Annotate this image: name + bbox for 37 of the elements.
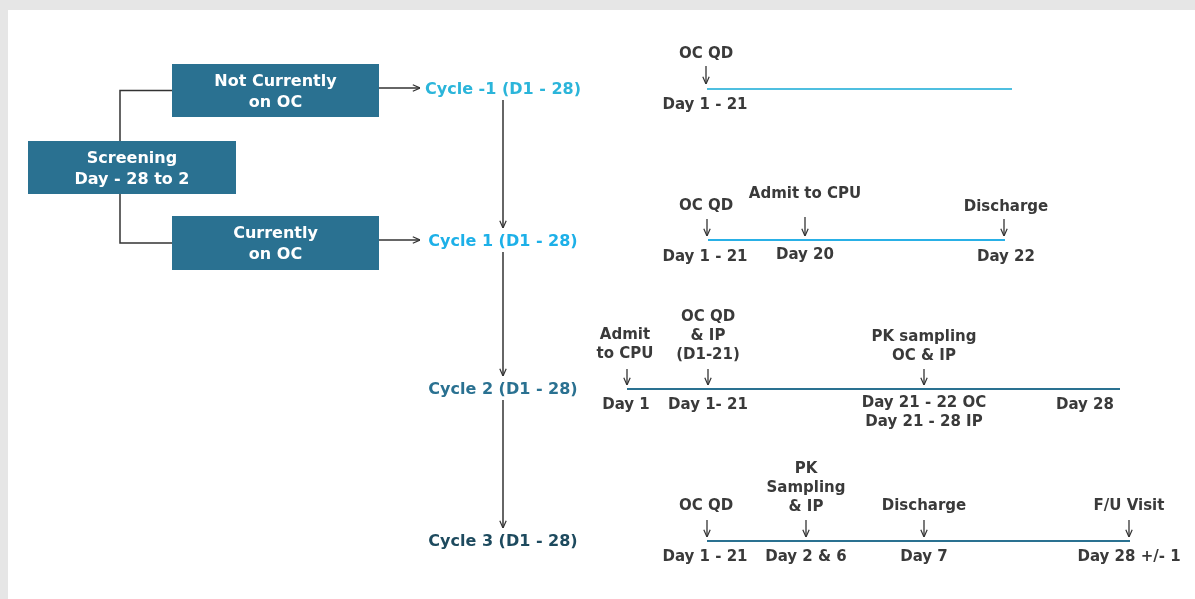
event-label: OC QD <box>678 495 734 515</box>
day-label: Day 7 <box>900 546 948 566</box>
process-box: Not Currently on OC <box>172 64 379 117</box>
event-label: OC QD & IP (D1-21) <box>675 306 741 364</box>
process-box: Screening Day - 28 to 2 <box>28 141 236 194</box>
cycle-label: Cycle 1 (D1 - 28) <box>420 228 586 252</box>
process-box: Currently on OC <box>172 216 379 270</box>
connector-line <box>119 89 173 142</box>
cycle-label: Cycle 2 (D1 - 28) <box>420 376 586 400</box>
event-label: F/U Visit <box>1093 495 1165 515</box>
day-label: Day 21 - 22 OC Day 21 - 28 IP <box>860 393 988 431</box>
cycle-label: Cycle -1 (D1 - 28) <box>420 76 586 100</box>
event-label: Discharge <box>963 196 1049 216</box>
day-label: Day 1 - 21 <box>662 546 748 566</box>
day-label: Day 22 <box>977 246 1035 266</box>
day-label: Day 1 <box>602 394 650 414</box>
day-label: Day 1 - 21 <box>662 246 748 266</box>
day-label: Day 2 & 6 <box>765 546 847 566</box>
connector-line <box>119 193 173 244</box>
event-label: OC QD <box>678 195 734 215</box>
arrow <box>378 236 421 244</box>
event-label: Admit to CPU <box>595 325 655 363</box>
day-label: Day 1 - 21 <box>662 94 748 114</box>
day-label: Day 1- 21 <box>668 394 748 414</box>
arrow <box>499 251 507 377</box>
event-label: PK sampling OC & IP <box>870 327 978 365</box>
day-label: Day 28 +/- 1 <box>1077 546 1181 566</box>
event-label: PK Sampling & IP <box>765 458 847 516</box>
cycle-label: Cycle 3 (D1 - 28) <box>420 528 586 552</box>
day-label: Day 20 <box>776 244 834 264</box>
arrow <box>378 84 421 92</box>
day-label: Day 28 <box>1056 394 1114 414</box>
event-label: Admit to CPU <box>748 183 862 203</box>
event-label: OC QD <box>678 43 734 63</box>
event-label: Discharge <box>881 495 967 515</box>
arrow <box>499 399 507 529</box>
arrow <box>499 99 507 229</box>
